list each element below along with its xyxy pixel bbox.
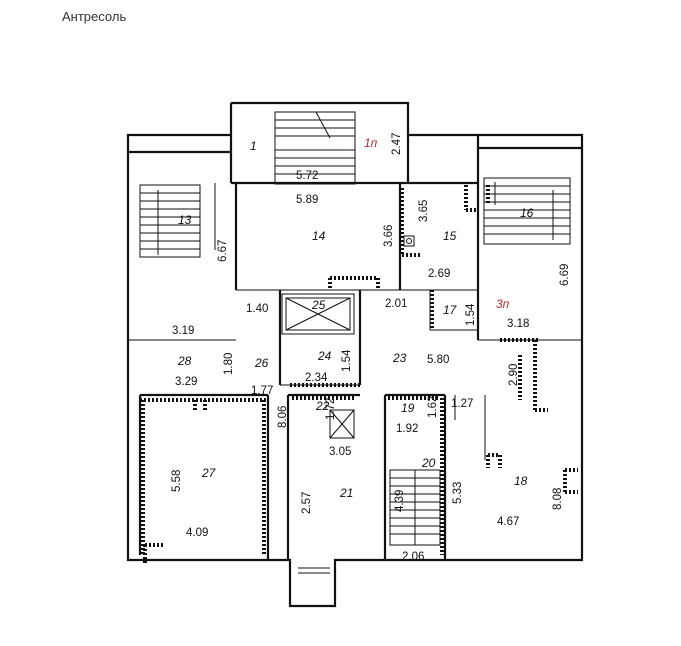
dim-label: 1.62 <box>427 396 439 418</box>
dim-label: 1.54 <box>465 303 477 326</box>
room-label-18: 18 <box>514 474 528 488</box>
hatched-walls <box>140 185 578 565</box>
shaft-22 <box>329 409 355 439</box>
dim-label: 2.57 <box>301 492 313 514</box>
dim-label: 3.66 <box>383 225 395 247</box>
stair-room-1 <box>229 111 410 185</box>
lift-shaft-25 <box>281 293 355 335</box>
room-label-17: 17 <box>443 303 458 317</box>
dim-label: 1.77 <box>251 385 273 397</box>
room-label-19: 19 <box>401 401 415 415</box>
marker-3p: 3п <box>496 297 510 311</box>
dim-label: 4.67 <box>497 516 519 528</box>
dim-label: 4.09 <box>186 527 208 539</box>
dim-label: 6.69 <box>559 264 571 286</box>
dim-label: 3.18 <box>507 318 529 330</box>
dim-label: 3.29 <box>175 376 197 388</box>
room-label-22: 22 <box>315 399 330 413</box>
interior-walls <box>128 135 582 560</box>
dim-label: 5.80 <box>427 354 449 366</box>
marker-1p: 1п <box>364 136 378 150</box>
room-label-13: 13 <box>178 213 192 227</box>
stairs-16 <box>483 177 571 245</box>
dim-label: 5.89 <box>296 194 318 206</box>
dim-label: 2.34 <box>305 372 328 384</box>
dim-label: 4.39 <box>394 490 406 512</box>
dim-label: 5.33 <box>452 482 464 504</box>
room-label-24: 24 <box>317 349 332 363</box>
dim-label: 2.47 <box>391 133 403 155</box>
room-label-26: 26 <box>254 356 269 370</box>
dim-label: 2.01 <box>385 298 407 310</box>
room-label-14: 14 <box>312 229 326 243</box>
dim-label: 1.27 <box>451 398 473 410</box>
dim-label: 6.67 <box>217 240 229 262</box>
dim-label: 3.05 <box>329 446 351 458</box>
dim-label: 1.92 <box>396 423 418 435</box>
stairs-13 <box>139 183 216 258</box>
dim-label: 1.40 <box>246 303 268 315</box>
dim-label: 5.72 <box>296 170 318 182</box>
room-label-15: 15 <box>443 229 457 243</box>
dim-label: 1.80 <box>223 353 235 375</box>
sink-icon <box>403 235 415 247</box>
dim-label: 3.19 <box>172 325 194 337</box>
dim-label: 8.06 <box>277 406 289 428</box>
dim-label: 1.72 <box>325 398 337 420</box>
room-label-1: 1 <box>250 139 257 153</box>
dim-label: 8.08 <box>552 488 564 510</box>
room-label-23: 23 <box>392 351 407 365</box>
room-label-27: 27 <box>201 466 217 480</box>
dim-label: 5.58 <box>171 470 183 492</box>
stairs-20 <box>389 469 441 546</box>
page-title: Антресоль <box>62 9 127 24</box>
dim-label: 1.54 <box>341 349 353 372</box>
room-label-16: 16 <box>520 206 534 220</box>
room-label-28: 28 <box>177 354 192 368</box>
dim-label: 2.69 <box>428 268 450 280</box>
room-labels: 1 13 14 15 16 17 18 19 20 21 22 23 24 25… <box>177 136 534 500</box>
dimension-labels: 2.47 5.72 5.89 3.66 3.65 6.67 6.69 2.69 … <box>171 133 571 563</box>
dim-label: 2.06 <box>402 551 424 563</box>
dim-label: 2.90 <box>508 364 520 386</box>
dim-label: 3.65 <box>418 200 430 222</box>
room-label-20: 20 <box>421 456 436 470</box>
room-label-25: 25 <box>311 298 326 312</box>
room-label-21: 21 <box>339 486 353 500</box>
